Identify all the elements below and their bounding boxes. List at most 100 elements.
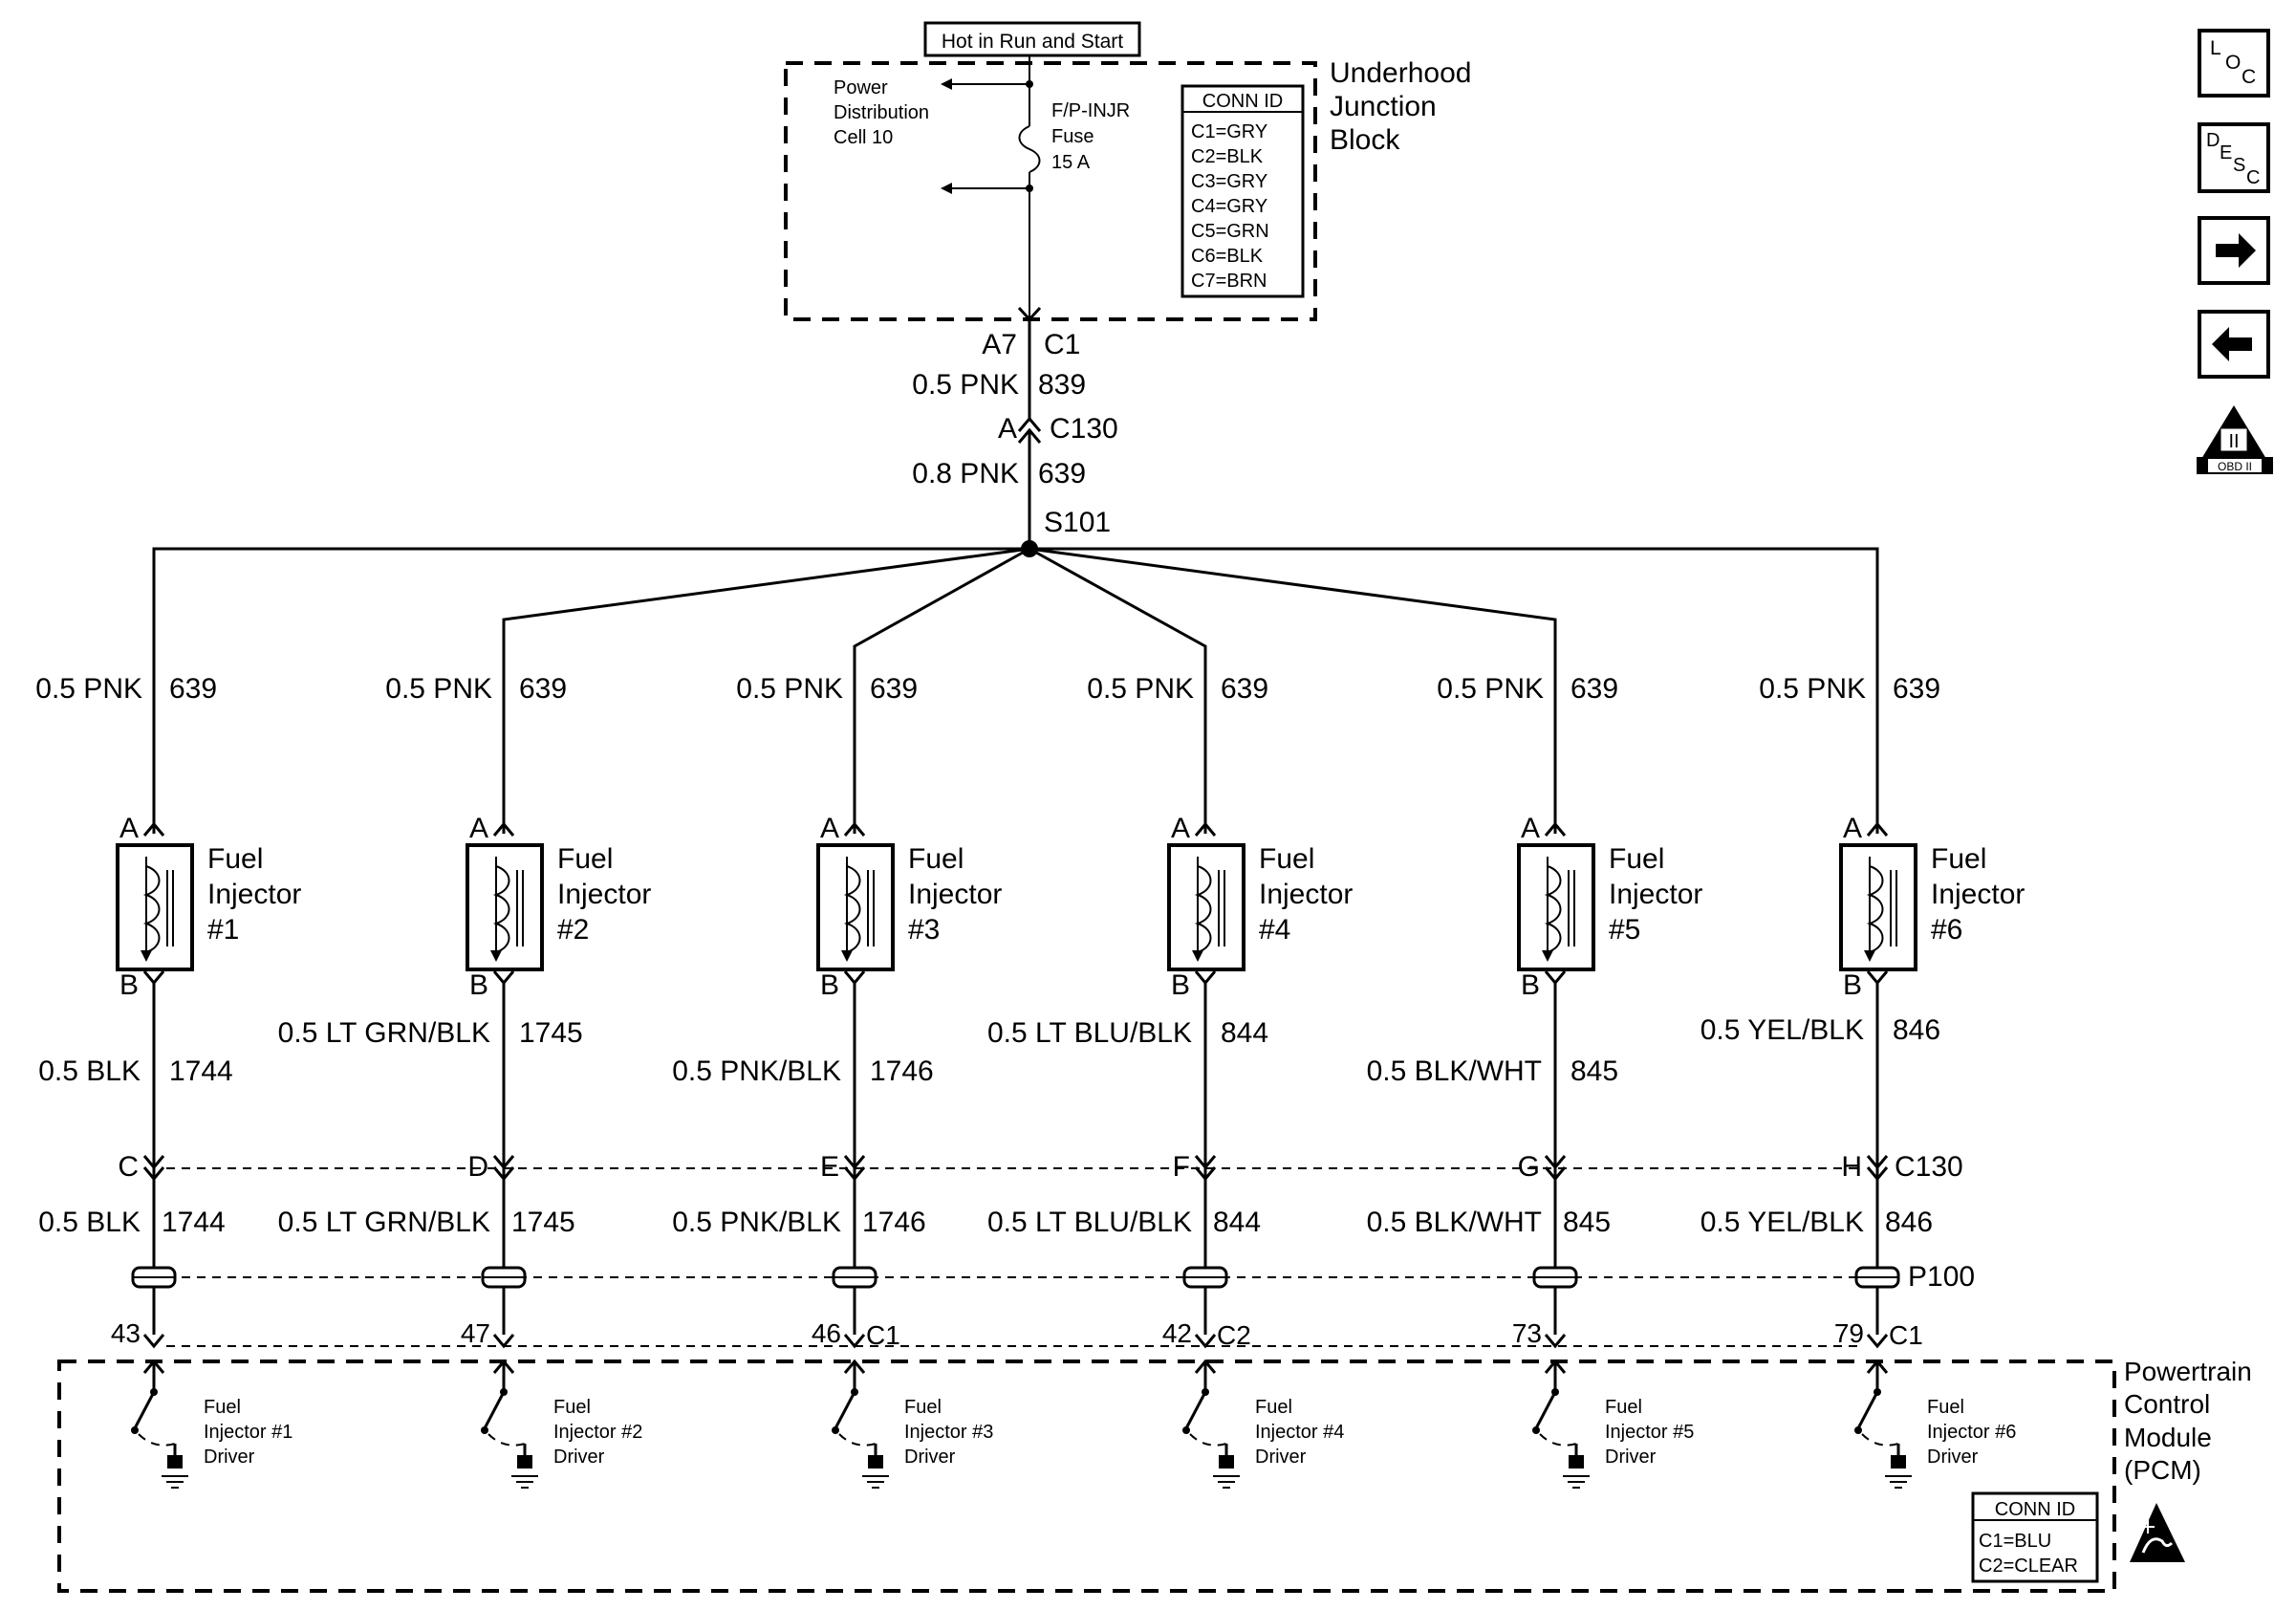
feed-wire-size-color: 0.5 PNK <box>1087 673 1194 705</box>
driver-label-line2: Injector #4 <box>1255 1422 1344 1443</box>
c130-label-bottom: C130 <box>1895 1151 1963 1183</box>
nav-next-button[interactable] <box>2198 216 2270 285</box>
driver-control-link <box>138 1433 176 1447</box>
feed-wire-circuit: 639 <box>1570 673 1618 705</box>
feed-wire-size-color: 0.5 PNK <box>1759 673 1866 705</box>
conn-id-table-outline <box>1180 84 1305 298</box>
pcm-outline <box>57 1360 2116 1593</box>
pcm-wire-circuit: 1745 <box>511 1207 575 1238</box>
injector-name-line1: Fuel <box>1931 843 1986 875</box>
driver-label-line1: Fuel <box>204 1397 241 1418</box>
conn-id-row: C2=BLK <box>1191 146 1264 167</box>
pcm-conn-id-table: CONN ID C1=BLU C2=CLEAR <box>1971 1491 2099 1583</box>
injector-coil-icon <box>492 865 510 953</box>
pcm-pin-number: 46 <box>812 1318 841 1348</box>
obd-numeral-box <box>2220 427 2248 452</box>
injector-pin-b: B <box>820 969 839 1001</box>
splice-s101-label: S101 <box>1044 507 1111 538</box>
pcm-pin-number: 79 <box>1834 1318 1864 1348</box>
nav-desc-button[interactable]: D E S C <box>2198 122 2270 193</box>
driver-label-line1: Fuel <box>1255 1397 1292 1418</box>
injector-body-icon <box>466 843 544 971</box>
driver-label-line1: Fuel <box>1605 1397 1642 1418</box>
pcm-connector-symbol <box>1194 1334 1217 1349</box>
loc-letter-l: L <box>2210 37 2221 59</box>
driver-label-line3: Driver <box>904 1447 956 1468</box>
injector-pin-a: A <box>1843 813 1862 844</box>
desc-icon[interactable] <box>2198 122 2270 193</box>
injector-name-line3: #4 <box>1259 914 1290 946</box>
nav-loc-button[interactable]: L O C <box>2198 29 2270 98</box>
injector-body-icon <box>1167 843 1245 971</box>
pin-b-connector-symbol <box>1866 970 1889 986</box>
pin-b-connector-symbol <box>142 970 165 986</box>
fuse-symbol <box>1018 125 1041 173</box>
pin-b-connector-symbol <box>843 970 866 986</box>
driver-control-link <box>838 1433 877 1447</box>
feed-branch-wire <box>1029 547 1879 834</box>
driver-switch-blade-icon <box>834 1391 856 1429</box>
c130-pin-label: F <box>1173 1151 1190 1183</box>
driver-ground-block <box>1569 1455 1584 1469</box>
pcm-wire-size-color: 0.5 LT BLU/BLK <box>987 1207 1192 1238</box>
driver-label-line3: Driver <box>1605 1447 1657 1468</box>
pcm-pin-number: 43 <box>111 1318 141 1348</box>
injector-pin-a: A <box>1521 813 1540 844</box>
injector-pin-a: A <box>820 813 839 844</box>
injector-name-line2: Injector <box>1609 879 1702 910</box>
main-feed-circuit: A7 C1 0.5 PNK 839 A C130 0.8 PNK 639 S10… <box>912 306 1118 557</box>
feed-wire-size-color: 0.5 PNK <box>1437 673 1544 705</box>
injector-pin-b: B <box>1171 969 1190 1001</box>
pin-a-connector-symbol <box>1866 821 1889 837</box>
pcm-connector-symbol <box>492 1334 515 1349</box>
feed-branch-wire <box>152 547 1029 834</box>
signal-wire-size-color: 0.5 BLK <box>38 1055 141 1087</box>
driver-ground-block <box>868 1455 883 1469</box>
driver-control-link <box>1861 1433 1899 1447</box>
driver-ground-block <box>1891 1455 1906 1469</box>
pcm-conn-id-title: CONN ID <box>1995 1499 2075 1520</box>
injector-coil-icon <box>1544 865 1562 953</box>
pcm-wire-size-color: 0.5 BLK/WHT <box>1367 1207 1542 1238</box>
desc-letter-c: C <box>2246 167 2260 188</box>
feed-wire-circuit: 639 <box>519 673 567 705</box>
injector-name-line3: #2 <box>557 914 589 946</box>
junction-block-conn-id-table: CONN ID C1=GRY C2=BLK C3=GRY C4=GRY C5=G… <box>1180 84 1305 298</box>
injector-coil-icon <box>1194 865 1212 953</box>
injector-name-line3: #6 <box>1931 914 1962 946</box>
pcm-wire-size-color: 0.5 LT GRN/BLK <box>278 1207 490 1238</box>
driver-contact-bottom <box>1532 1426 1540 1434</box>
feed-wire-circuit: 639 <box>870 673 918 705</box>
driver-contact-bottom <box>832 1426 839 1434</box>
feed-branch-wire <box>1029 547 1557 834</box>
feed-wire-size-color: 0.5 PNK <box>736 673 843 705</box>
injector-name-line2: Injector <box>557 879 651 910</box>
fuse-label-line3: 15 A <box>1051 152 1091 173</box>
nav-prev-button[interactable] <box>2198 310 2270 379</box>
junction-block-title-line1: Underhood <box>1330 57 1471 89</box>
signal-wire-circuit: 1745 <box>519 1017 583 1049</box>
feed-wire-circuit: 639 <box>1221 673 1268 705</box>
obd-text: OBD II <box>2218 460 2252 473</box>
c130-pin-label: D <box>467 1151 488 1183</box>
desc-letter-e: E <box>2220 142 2232 163</box>
desc-letter-d: D <box>2206 130 2220 151</box>
injector-pin-a: A <box>1171 813 1190 844</box>
loc-icon[interactable] <box>2198 29 2270 98</box>
c130-label-top: C130 <box>1050 413 1118 445</box>
signal-wire-circuit: 846 <box>1893 1014 1940 1046</box>
driver-switch-blade-icon <box>483 1391 506 1429</box>
desc-letter-s: S <box>2233 155 2245 176</box>
driver-label-line2: Injector #3 <box>904 1422 993 1443</box>
pcm-connector-symbol <box>843 1334 866 1349</box>
c130-connector-symbol <box>843 1166 866 1182</box>
driver-switch-blade-icon <box>1856 1391 1879 1429</box>
pin-b-connector-symbol <box>492 970 515 986</box>
pcm-pin-number: 73 <box>1512 1318 1542 1348</box>
injector-name-line2: Injector <box>1931 879 2025 910</box>
fuse-label-line2: Fuse <box>1051 126 1094 147</box>
